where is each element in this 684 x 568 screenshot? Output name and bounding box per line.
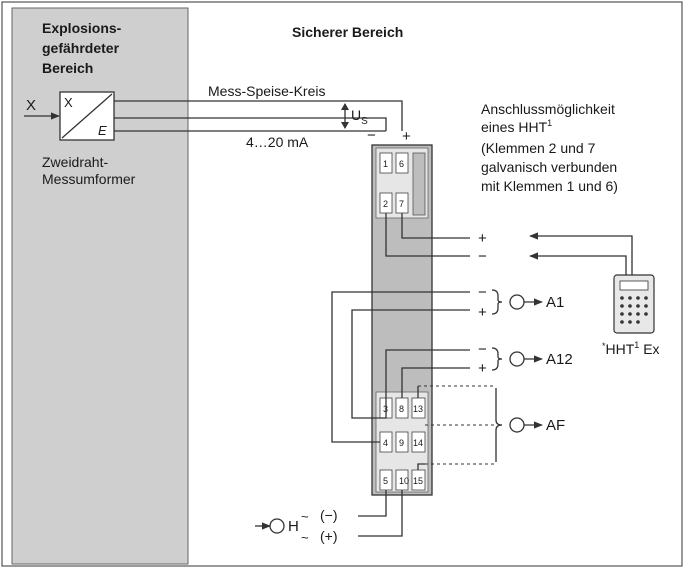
terminal-9: 9 [399,438,404,448]
hazard-area-title-2: gefährdeter [42,40,120,56]
hht-device-icon [613,274,655,334]
terminal-1: 1 [383,159,388,169]
a12-wire-minus [385,349,470,398]
terminal-4: 4 [383,438,388,448]
terminal-13: 13 [413,404,423,414]
hht-device-label: *HHT1 Ex [602,340,660,357]
a1-brace [491,289,503,315]
a12-meter-icon [509,351,525,367]
a1-meter-icon [509,294,525,310]
a1-plus: + [478,304,487,321]
power-tilde-1: ~ [301,509,309,524]
power-source-icon [269,518,285,534]
loop-name: Mess-Speise-Kreis [208,83,325,99]
terminal-5: 5 [383,476,388,486]
us-label: US [351,107,368,127]
af-meter-icon [509,417,525,433]
terminal-14: 14 [413,438,423,448]
hht-plus: + [478,230,487,247]
terminal-14-box [411,431,426,453]
a1-wire-outer [331,291,470,443]
hht-arrow-upper [529,232,633,276]
a12-wire-plus [401,367,470,398]
hazard-area-title-1: Explosions- [42,20,122,36]
loop-wire-middle [114,117,387,131]
hht-note-4: galvanisch verbunden [481,159,617,175]
power-tilde-2: ~ [301,530,309,545]
hht-note-5: mit Klemmen 1 und 6) [481,178,618,194]
a1-label: A1 [546,294,564,311]
a12-label: A12 [546,351,573,368]
terminal-15: 15 [413,476,423,486]
a1-minus: − [478,284,487,301]
hht-note-3: (Klemmen 2 und 7 [481,140,596,156]
hht-arrow-lower [529,252,627,276]
loop-minus: − [367,127,376,144]
terminal-7: 7 [399,199,404,209]
transmitter-x: X [64,95,73,110]
terminal-10: 10 [399,476,409,486]
loop-plus: + [402,128,411,145]
loop-current: 4…20 mA [246,134,309,150]
power-wire-plus [358,490,403,537]
af-label: AF [546,417,565,434]
hht-minus: − [478,248,487,265]
hht-note-2: eines HHT1 [481,118,552,135]
a12-minus: − [478,341,487,358]
hht-plus-wire [401,213,470,239]
power-minus: (−) [320,507,338,523]
safe-area-title: Sicherer Bereich [292,24,403,40]
terminal-1-box [379,152,393,174]
hazard-area-title-3: Bereich [42,60,93,76]
terminal-6-box [395,152,409,174]
transmitter-label-1: Zweidraht- [42,154,108,170]
af-wire-3 [417,463,425,470]
a1-wire-inner [351,309,470,419]
power-wire-minus [358,490,387,517]
hht-note-1: Anschlussmöglichkeit [481,101,615,117]
terminal-6: 6 [399,159,404,169]
module-slot [412,152,426,216]
loop-wire-upper [114,100,403,131]
transmitter-e: E [98,123,107,138]
power-plus: (+) [320,528,338,544]
power-label: H [288,518,299,535]
terminal-8: 8 [399,404,404,414]
terminal-2: 2 [383,199,388,209]
a12-brace [491,347,503,371]
af-brace [495,388,503,462]
terminal-9-box [395,431,409,453]
transmitter-diagonal [61,93,113,139]
transmitter-label-2: Messumformer [42,171,136,187]
hht-minus-wire [385,213,470,257]
a12-plus: + [478,360,487,377]
input-x-label: X [26,97,36,114]
